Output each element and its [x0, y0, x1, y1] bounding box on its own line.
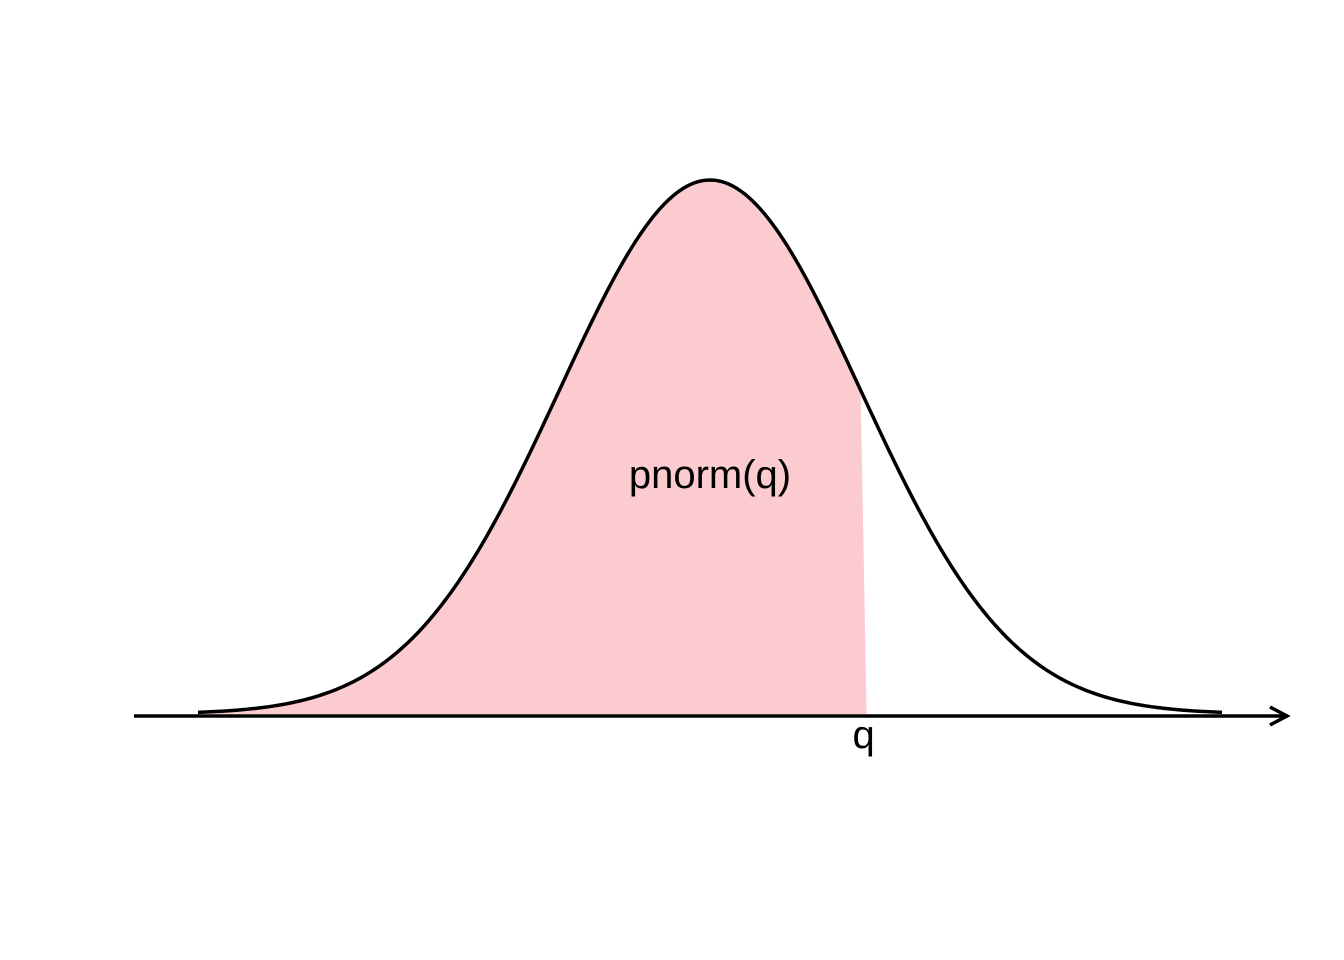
area-label: pnorm(q): [629, 453, 791, 497]
shaded-cdf-area: [198, 180, 867, 714]
quantile-label: q: [852, 713, 874, 757]
x-axis-arrowhead: [1269, 705, 1291, 727]
density-curve: [197, 178, 1223, 715]
